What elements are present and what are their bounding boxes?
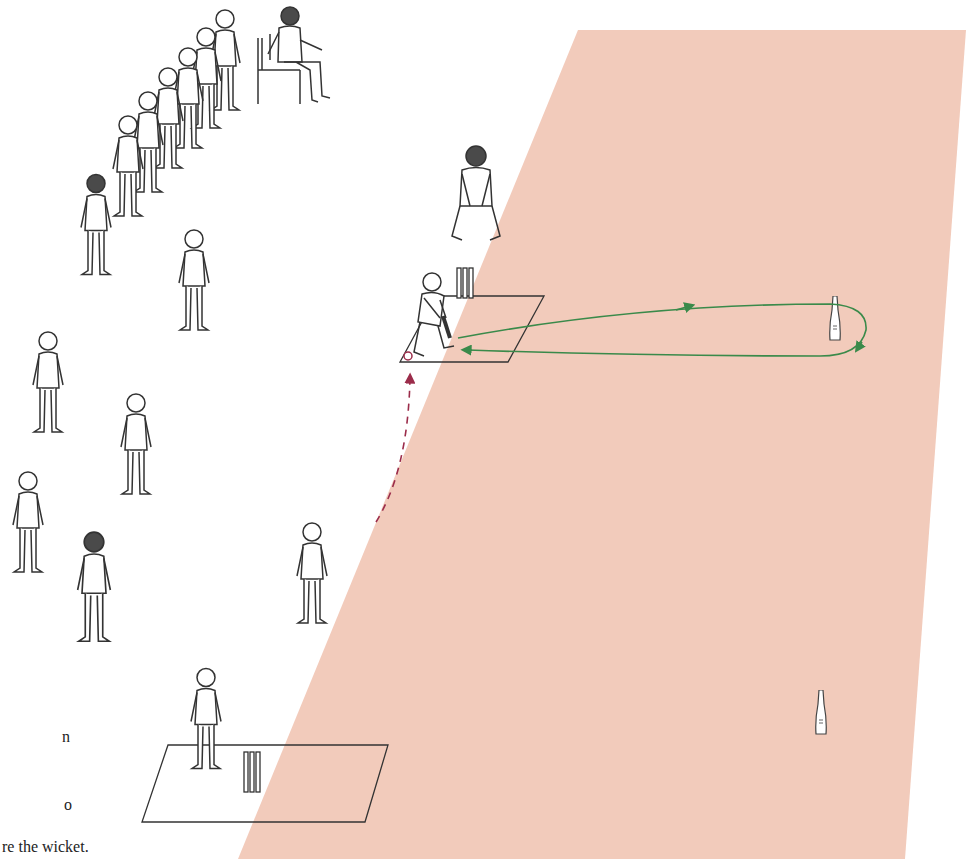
fielder [78,532,111,641]
caption-fragment: re the wicket. [2,838,89,856]
bowling-crease [142,745,388,822]
batter [414,273,454,356]
fielder [179,230,209,330]
pitch [238,30,966,859]
ball [404,352,412,360]
bowler [297,523,327,623]
marker-cone [816,690,827,734]
fielder [33,332,63,432]
fielder [13,472,43,572]
waiting-player [81,175,111,275]
stumps [457,268,473,298]
run-path [458,304,866,356]
run-arrowhead [858,342,862,348]
stumps [244,752,260,792]
caption-fragment: n [62,728,70,746]
fielder [121,394,151,494]
run-arrowhead [676,306,690,310]
run-arrowhead [466,349,472,351]
waiting-player [113,116,143,216]
non-striker [191,669,221,769]
wicketkeeper [452,146,500,240]
ball-path [376,378,410,522]
umpire-seated [258,7,330,104]
caption-fragment: o [64,796,72,814]
marker-cone [830,296,841,340]
